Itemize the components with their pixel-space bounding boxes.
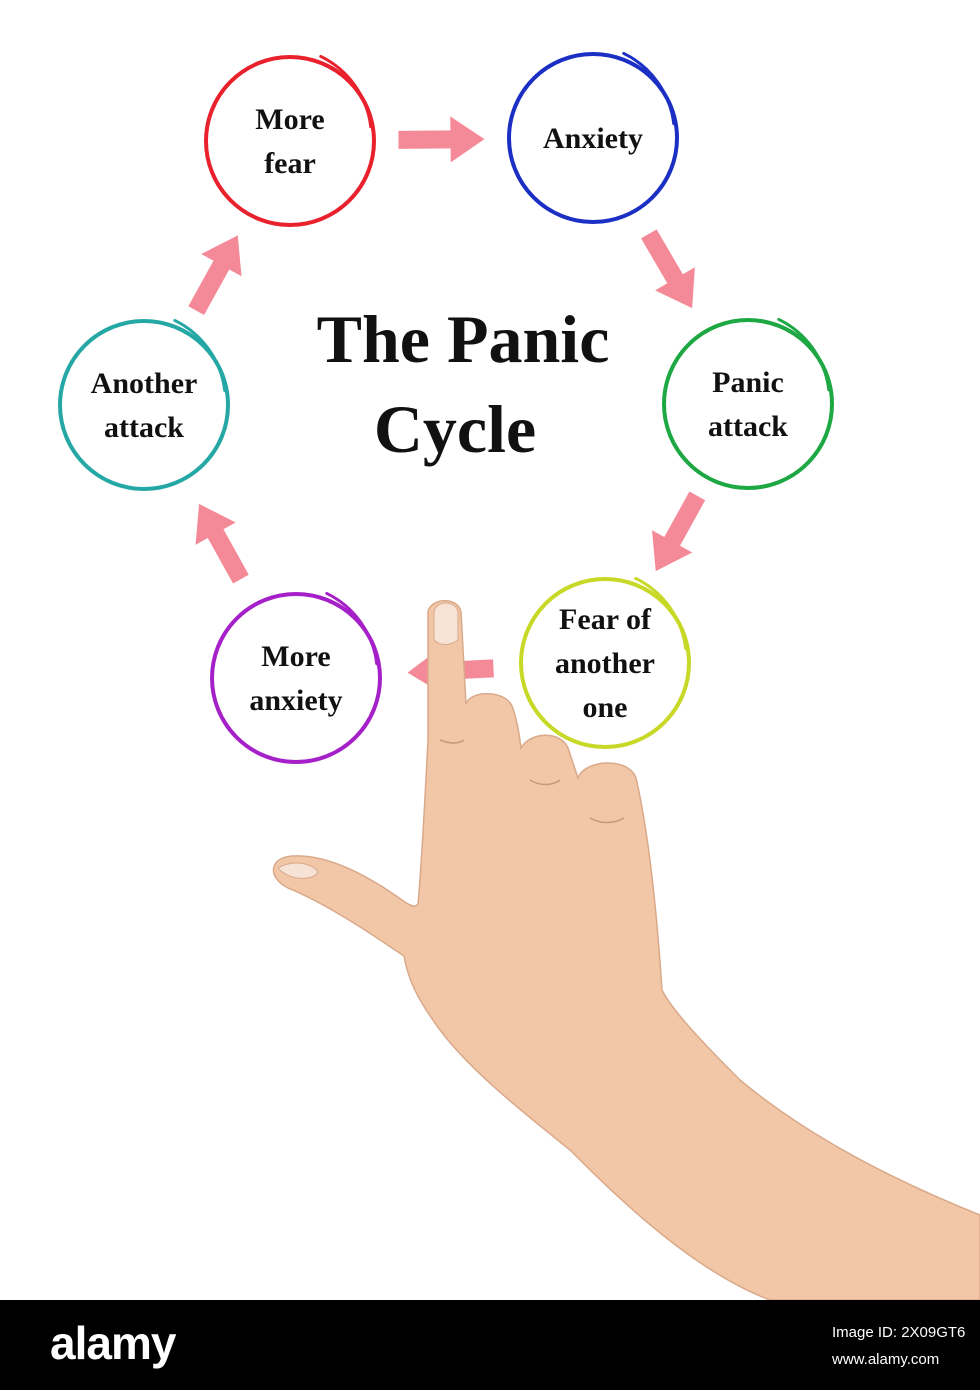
node-more-fear-ring-flourish (319, 54, 373, 129)
node-fear-of-another-one: Fear of another one (519, 576, 691, 749)
node-fear-of-another-one-ring-flourish (634, 576, 688, 651)
node-another-attack-ring (58, 319, 230, 491)
footer-logo: alamy (50, 1317, 176, 1369)
hand-shape (272, 600, 980, 1300)
node-more-fear-label-line-1: More (255, 103, 324, 136)
node-more-anxiety-ring (210, 592, 382, 764)
node-more-anxiety: More anxiety (210, 591, 382, 764)
node-anxiety-label-line-1: Anxiety (543, 122, 643, 155)
index-fingernail (433, 602, 459, 645)
knuckle-crease-3 (589, 817, 625, 824)
footer-url: www.alamy.com (832, 1351, 940, 1368)
title-line-1: The Panic (317, 301, 610, 377)
node-anxiety: Anxiety (507, 51, 679, 224)
footer-image-id: Image ID: 2X09GT6 (832, 1324, 966, 1341)
node-panic-attack-ring (662, 318, 834, 490)
node-anxiety-ring (507, 52, 679, 224)
node-another-attack-label-line-2: attack (104, 411, 184, 444)
node-another-attack-ring-flourish (173, 318, 227, 393)
node-more-fear: More fear (204, 54, 376, 227)
diagram-title: The Panic Cycle (317, 301, 610, 467)
node-more-anxiety-ring-flourish (325, 591, 379, 666)
node-panic-attack-label-line-1: Panic (712, 366, 784, 399)
arrow-another-attack-to-more-fear (188, 235, 242, 315)
arrow-more-anxiety-to-another-attack (195, 503, 249, 584)
knuckle-crease-1 (439, 739, 465, 744)
title-line-2: Cycle (374, 391, 536, 467)
node-panic-attack-ring-flourish (777, 317, 831, 392)
node-more-fear-ring (204, 55, 376, 227)
node-another-attack-label-line-1: Another (91, 367, 198, 400)
arrow-panic-attack-to-fear-of-another-one (652, 491, 706, 572)
watermark-footer: alamy Image ID: 2X09GT6 www.alamy.com (0, 1300, 980, 1390)
node-panic-attack: Panic attack (662, 317, 834, 490)
knuckle-crease-2 (529, 779, 561, 786)
node-fear-of-another-one-ring (519, 577, 691, 749)
node-more-anxiety-label-line-1: More (261, 640, 330, 673)
arrow-anxiety-to-panic-attack (641, 229, 695, 309)
node-more-anxiety-label-line-2: anxiety (249, 684, 342, 717)
node-panic-attack-label-line-2: attack (708, 410, 788, 443)
pointing-hand-image (272, 600, 980, 1300)
arrow-more-fear-to-anxiety (398, 116, 485, 163)
node-fear-of-another-one-label-line-2: another (555, 647, 655, 680)
node-fear-of-another-one-label-line-1: Fear of (559, 603, 652, 636)
node-fear-of-another-one-label-line-3: one (583, 691, 628, 724)
node-anxiety-ring-flourish (622, 51, 676, 126)
node-another-attack: Another attack (58, 318, 230, 491)
thumb-nail (277, 862, 319, 879)
node-more-fear-label-line-2: fear (264, 147, 316, 180)
